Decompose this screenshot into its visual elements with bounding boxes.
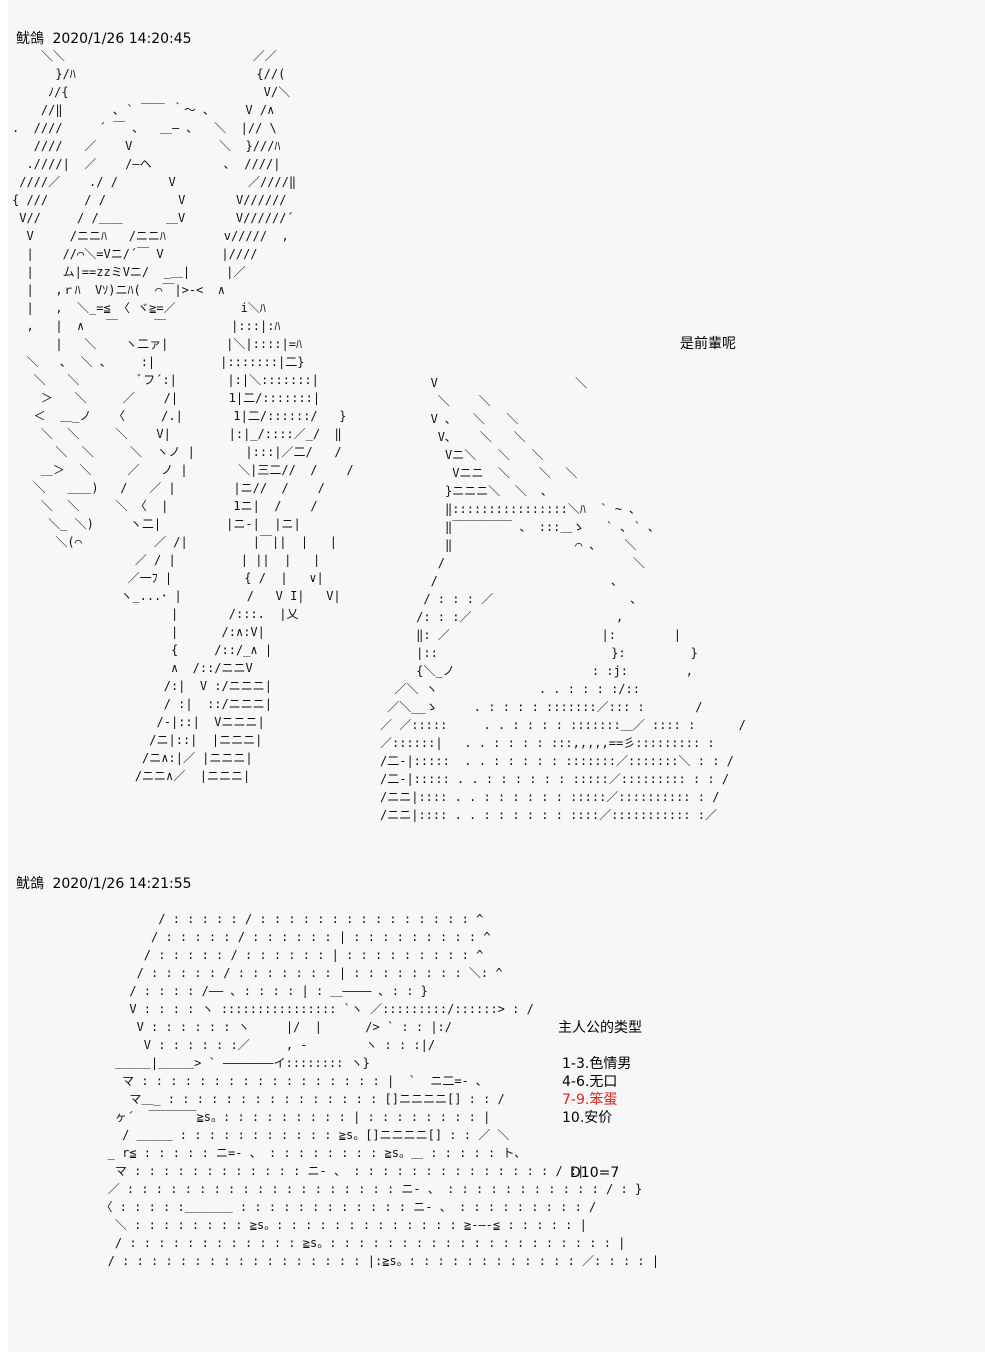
ascii-art-post-1-right: V ＼ ＼ ＼ V ､ ＼ ＼ V､ ＼ ＼ Vニ＼ ＼ ＼ Vニニ ＼ ＼ ＼… (380, 376, 746, 822)
post-timestamp: 2020/1/26 14:21:55 (52, 876, 192, 892)
post-author: 鱿鴿 (16, 31, 44, 47)
ascii-art-post-2: / : : : : : / : : : : : : : : : : : : : … (100, 912, 660, 1268)
post-caption-2: 主人公的类型 (558, 1020, 642, 1036)
ascii-art-post-1: ＼＼ ／／ }/ﾊ {//( ﾉ/{ V/＼ //‖ ､ ` ￣￣ ｀～ ､ V… (12, 49, 354, 783)
choice-item: 1-3.色情男 (562, 1056, 632, 1072)
choice-list: 1-3.色情男 4-6.无口 7-9.笨蛋 10.安价 (562, 1055, 631, 1127)
choice-item-selected: 7-9.笨蛋 (562, 1092, 618, 1108)
post-header-2: 鱿鴿 2020/1/26 14:21:55 (16, 875, 192, 893)
post-caption-1: 是前輩呢 (680, 336, 736, 352)
choice-item: 4-6.无口 (562, 1074, 618, 1090)
choice-item: 10.安价 (562, 1110, 613, 1126)
post-author: 鱿鴿 (16, 876, 44, 892)
dice-result: D10=7 (570, 1165, 620, 1181)
post-timestamp: 2020/1/26 14:20:45 (52, 31, 192, 47)
thread-page: 鱿鴿 2020/1/26 14:20:45 ＼＼ ／／ }/ﾊ {//( ﾉ/{… (8, 0, 985, 1352)
post-header-1: 鱿鴿 2020/1/26 14:20:45 (16, 30, 192, 48)
